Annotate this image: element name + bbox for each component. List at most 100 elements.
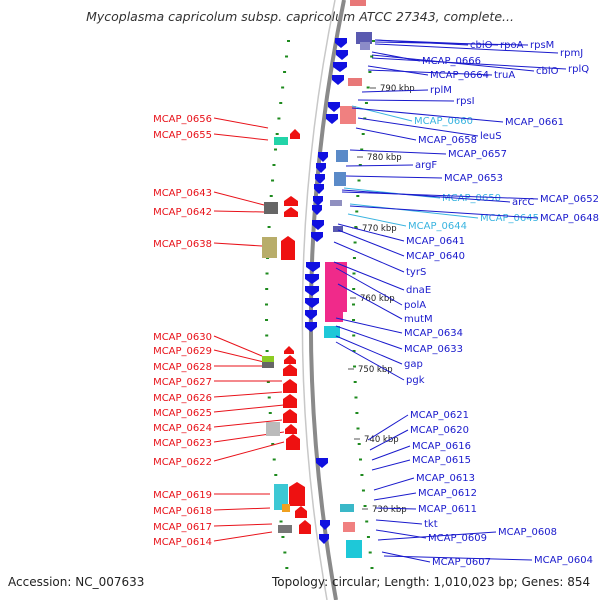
gene-label-right: rpsM xyxy=(530,40,554,51)
leader-line-right xyxy=(349,205,539,219)
gene-block xyxy=(360,42,370,50)
gene-label-right: MCAP_0658 xyxy=(418,135,477,146)
gene-arrow-forward xyxy=(306,262,320,272)
leader-line-right xyxy=(335,335,403,365)
gene-label-right: MCAP_0657 xyxy=(448,149,507,160)
leader-line-right xyxy=(335,267,403,306)
gene-block-olive xyxy=(262,237,277,258)
gene-arrow-reverse xyxy=(284,346,294,354)
gc-tick xyxy=(277,117,281,120)
leader-line-left xyxy=(213,117,269,129)
gc-tick xyxy=(352,303,356,306)
gc-tick xyxy=(355,210,359,213)
kbp-marker: 760 kbp xyxy=(360,294,395,304)
leader-line-right xyxy=(337,229,405,257)
gene-label-left: MCAP_0622 xyxy=(153,457,212,468)
gc-tick xyxy=(281,536,285,538)
gene-label-right: cbiO xyxy=(536,66,559,77)
gene-arrow-reverse xyxy=(299,520,311,534)
gc-tick xyxy=(354,226,358,228)
gene-label-left: MCAP_0628 xyxy=(153,362,212,373)
kbp-marker: 740 kbp xyxy=(364,435,399,445)
gene-label-right: truA xyxy=(494,70,515,81)
leader-line-right xyxy=(345,164,414,167)
gene-label-right: MCAP_0613 xyxy=(416,473,475,484)
leader-line-right xyxy=(374,43,559,54)
gene-label-right: rplM xyxy=(430,85,452,96)
topology-text: Topology: circular; Length: 1,010,023 bp… xyxy=(272,575,591,589)
gene-label-right: MCAP_0650 xyxy=(442,193,501,204)
gc-tick xyxy=(365,520,369,523)
gc-tick xyxy=(272,458,276,461)
gc-tick xyxy=(265,350,269,352)
gene-block xyxy=(324,326,340,338)
gene-arrow-reverse xyxy=(283,364,297,376)
gene-arrow-reverse xyxy=(290,129,300,139)
gene-label-right: MCAP_0609 xyxy=(428,533,487,544)
gene-label-right: dnaE xyxy=(406,285,431,296)
gc-tick xyxy=(268,412,272,414)
leader-line-right xyxy=(341,189,511,203)
gene-block-grey xyxy=(262,362,274,368)
gene-arrow-reverse xyxy=(283,379,297,393)
leader-line-right xyxy=(333,241,405,273)
leader-line-right xyxy=(371,57,567,70)
leader-line-left xyxy=(213,133,269,141)
gc-tick xyxy=(352,272,356,275)
gene-label-right: MCAP_0661 xyxy=(505,117,564,128)
gc-tick xyxy=(368,71,372,73)
gc-tick xyxy=(358,164,362,166)
kbp-marker: 780 kbp xyxy=(367,153,402,163)
gene-arrow-forward xyxy=(305,298,319,308)
gene-label-left: MCAP_0655 xyxy=(153,130,212,141)
gc-tick xyxy=(360,474,364,476)
leader-line-right xyxy=(341,191,539,200)
leader-line-left xyxy=(213,507,271,511)
leader-line-left xyxy=(213,242,263,247)
gene-label-right: MCAP_0660 xyxy=(414,116,473,127)
gc-tick xyxy=(271,179,275,182)
gene-label-left: MCAP_0614 xyxy=(153,537,212,548)
kbp-marker: 770 kbp xyxy=(362,224,397,234)
leader-line-right xyxy=(374,41,529,46)
gene-label-right: MCAP_0653 xyxy=(444,173,503,184)
gene-arrow-reverse xyxy=(284,207,298,217)
gene-label-right: MCAP_0612 xyxy=(418,488,477,499)
leader-line-right xyxy=(351,107,504,123)
gc-tick xyxy=(356,195,360,197)
leader-line-right xyxy=(373,492,417,501)
leader-line-right xyxy=(335,341,405,381)
gene-label-right: MCAP_0640 xyxy=(406,251,465,262)
gc-tick xyxy=(265,303,269,306)
gene-arrow-forward xyxy=(316,163,326,173)
gc-tick xyxy=(357,443,361,445)
gc-tick xyxy=(352,350,356,352)
gene-block xyxy=(330,200,342,206)
gene-label-right: leuS xyxy=(480,131,502,142)
leader-line-right xyxy=(367,69,493,76)
gene-label-right: MCAP_0615 xyxy=(412,455,471,466)
leader-line-right xyxy=(337,223,405,242)
gene-arrow-forward xyxy=(318,152,328,162)
gc-tick xyxy=(279,102,283,104)
gene-arrow-reverse xyxy=(283,394,297,408)
leader-line-right xyxy=(337,283,403,320)
gene-block xyxy=(333,226,343,232)
gene-label-right: MCAP_0648 xyxy=(540,213,599,224)
leader-line-right xyxy=(335,325,403,350)
leader-line-right xyxy=(377,531,497,541)
leader-line-right xyxy=(375,519,423,525)
gene-block xyxy=(334,172,346,186)
gene-label-right: MCAP_0645 xyxy=(480,213,539,224)
gc-tick xyxy=(353,241,357,244)
gc-tick xyxy=(266,381,270,383)
gene-label-right: pgk xyxy=(406,375,425,386)
gene-arrow-reverse xyxy=(295,506,307,518)
leader-line-right xyxy=(373,477,415,491)
kbp-marker: 790 kbp xyxy=(380,84,415,94)
gc-tick xyxy=(283,71,287,73)
gc-tick xyxy=(370,567,374,569)
gene-label-right: cbiO xyxy=(470,40,493,51)
gc-tick xyxy=(265,272,269,275)
gene-block-grey xyxy=(278,525,292,533)
